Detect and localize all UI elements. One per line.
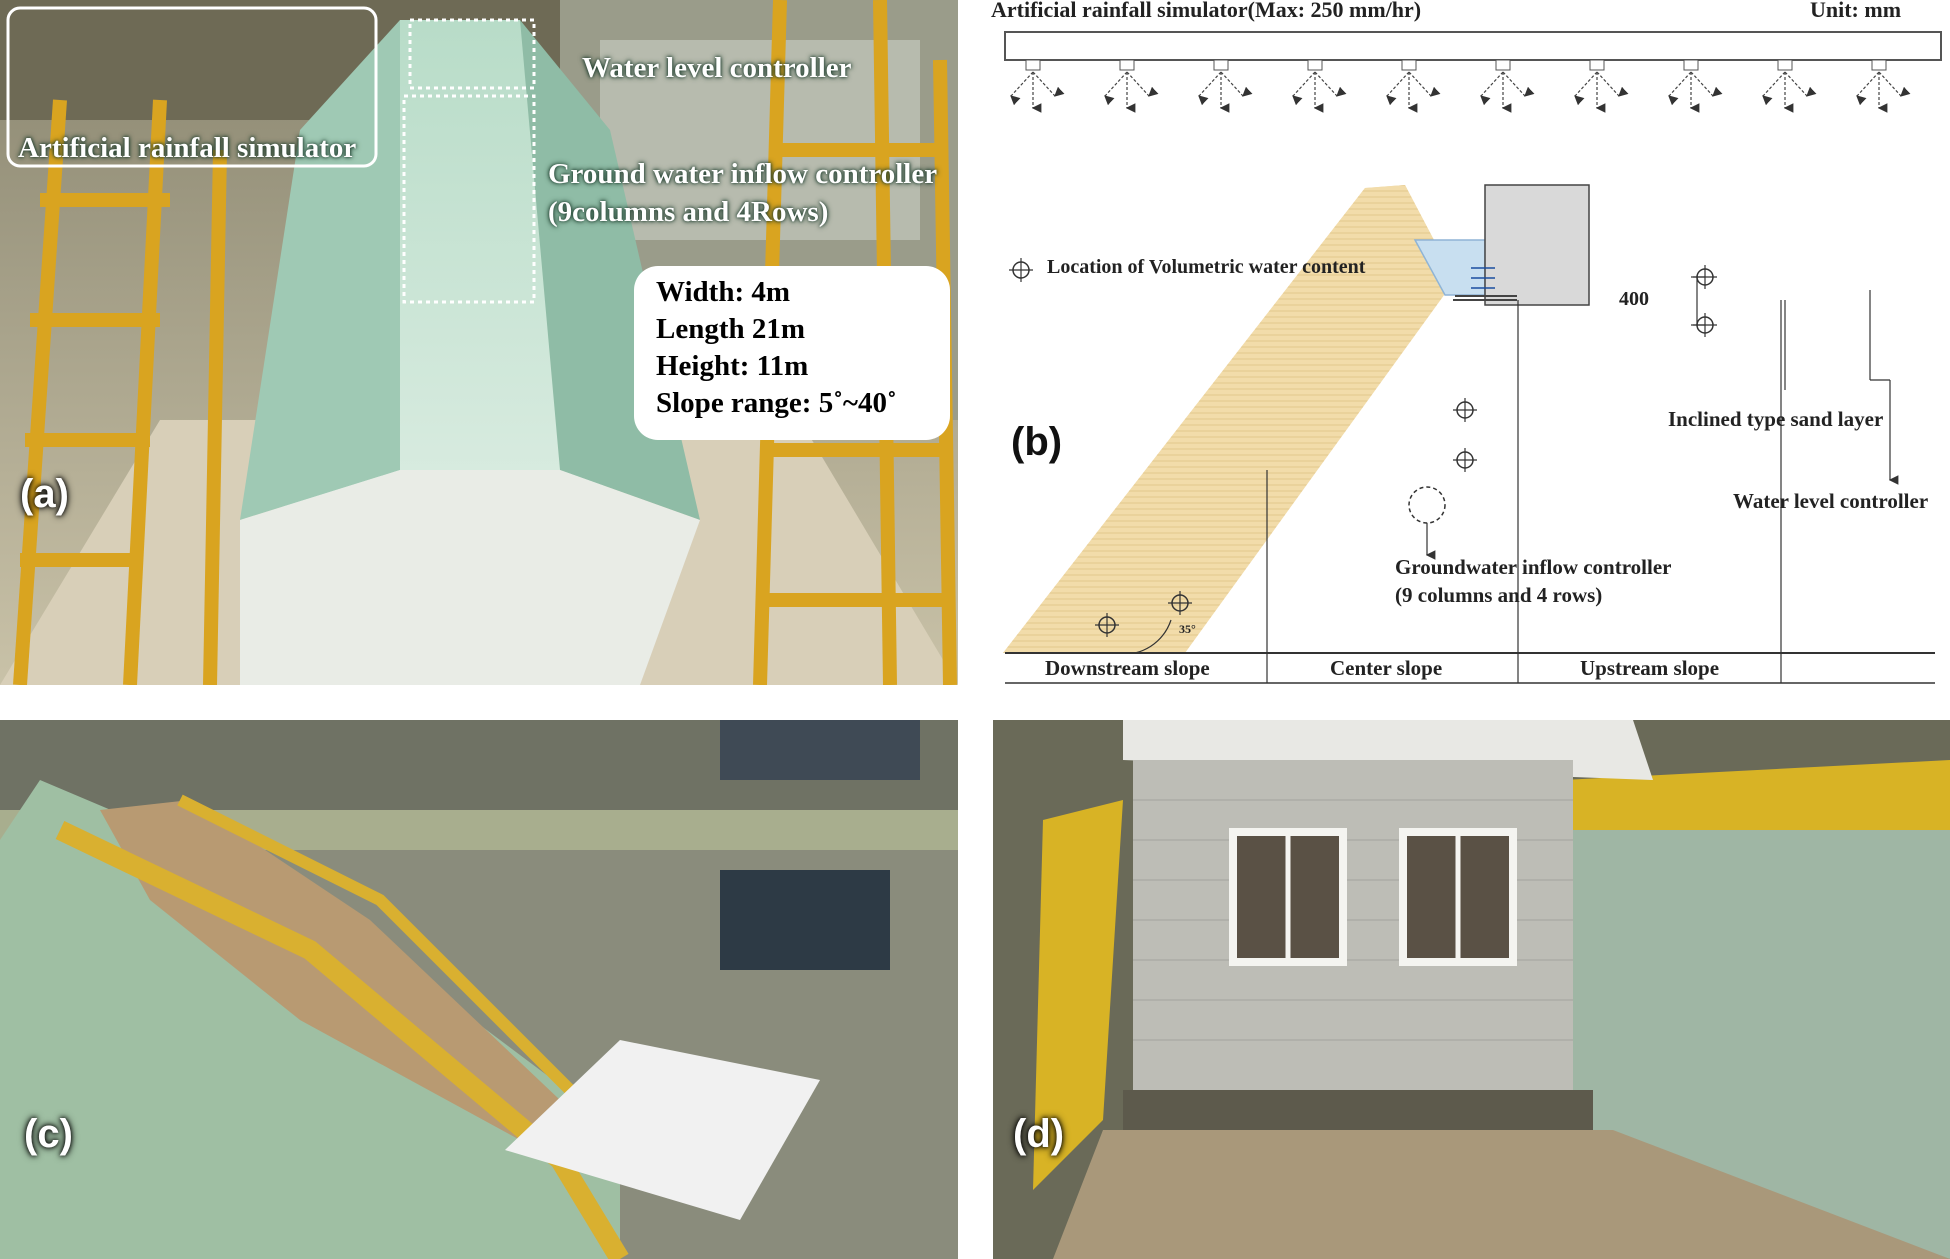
- sensor-marker: [1693, 313, 1717, 337]
- legend-sensor-icon: [1009, 258, 1033, 282]
- sensor-marker: [1095, 613, 1119, 637]
- spec-height: Height: 11m: [656, 350, 809, 382]
- rain-spray-arrow: [1010, 71, 1034, 106]
- rain-nozzle: [1777, 59, 1793, 71]
- rain-spray-arrow: [1762, 71, 1786, 106]
- rain-spray-arrow: [1878, 71, 1911, 97]
- rain-spray-arrow: [1668, 71, 1692, 106]
- rain-spray-arrow: [1032, 71, 1065, 97]
- rain-spray-arrow: [1126, 71, 1159, 97]
- rain-nozzle: [1119, 59, 1135, 71]
- rain-spray-arrow: [1292, 71, 1316, 106]
- section-downstream: Downstream slope: [1045, 656, 1210, 680]
- sensor-marker: [1453, 398, 1477, 422]
- rain-spray-arrow: [1408, 71, 1441, 97]
- panel-a-photo: Artificial rainfall simulator Water leve…: [0, 0, 958, 685]
- panel-a-label: (a): [20, 472, 69, 516]
- panel-c-photo: (c): [0, 720, 958, 1259]
- rain-nozzle: [1401, 59, 1417, 71]
- sensor-marker: [1168, 591, 1192, 615]
- rainfall-simulator-label: Artificial rainfall simulator: [18, 132, 357, 164]
- sensor-marker: [1693, 265, 1717, 289]
- rain-spray-arrow: [1220, 71, 1253, 97]
- water-level-controller-label: Water level controller: [582, 52, 852, 84]
- spec-width: Width: 4m: [656, 276, 791, 308]
- building-model-photo: [993, 720, 1950, 1259]
- panel-c-label: (c): [24, 1112, 73, 1156]
- rain-spray-arrow: [1574, 71, 1598, 106]
- rain-nozzle: [1307, 59, 1323, 71]
- sand-layer-label: Inclined type sand layer: [1668, 407, 1884, 431]
- rain-spray-arrow: [1314, 71, 1347, 97]
- sand-filled-flume-photo: [0, 720, 958, 1259]
- rain-nozzle: [1213, 59, 1229, 71]
- water-level-tank: [1484, 184, 1590, 306]
- rain-spray-arrow: [1502, 71, 1535, 97]
- rain-nozzle: [1871, 59, 1887, 71]
- rain-spray-arrow: [1480, 71, 1504, 106]
- spec-slope: Slope range: 5˚~40˚: [656, 387, 897, 419]
- rain-spray-arrow: [1386, 71, 1410, 106]
- legend-label: Location of Volumetric water content: [1047, 256, 1366, 278]
- rainfall-nozzles: [1010, 59, 1911, 113]
- rain-spray-arrow: [1596, 71, 1629, 97]
- groundwater-inflow-label: Groundwater inflow controller: [1395, 555, 1672, 579]
- rain-nozzle: [1683, 59, 1699, 71]
- unit-label: Unit: mm: [1810, 0, 1902, 22]
- section-upstream: Upstream slope: [1580, 656, 1720, 680]
- groundwater-inflow-sublabel: (9 columns and 4 rows): [1395, 583, 1603, 607]
- spec-length: Length 21m: [656, 313, 806, 345]
- water-level-controller-diagram-label: Water level controller: [1733, 489, 1929, 513]
- rain-nozzle: [1589, 59, 1605, 71]
- panel-b-label: (b): [1011, 420, 1063, 464]
- inflow-controller-sublabel: (9columns and 4Rows): [548, 196, 829, 228]
- inflow-controller-label: Ground water inflow controller: [548, 158, 938, 190]
- flume-spec-box: Width: 4m Length 21m Height: 11m Slope r…: [634, 266, 950, 440]
- rainfall-simulator-bar: [1004, 31, 1942, 61]
- panel-d-label: (d): [1013, 1112, 1065, 1156]
- rain-spray-arrow: [1784, 71, 1817, 97]
- rain-spray-arrow: [1198, 71, 1222, 106]
- rain-spray-arrow: [1690, 71, 1723, 97]
- slope-angle-label: 35°: [1179, 622, 1196, 636]
- rain-spray-arrow: [1856, 71, 1880, 106]
- section-center: Center slope: [1330, 656, 1443, 680]
- rain-nozzle: [1495, 59, 1511, 71]
- sensor-marker: [1453, 448, 1477, 472]
- volumetric-sensors: [1095, 265, 1717, 637]
- panel-d-photo: (d): [993, 720, 1950, 1259]
- dimension-label: 400: [1619, 288, 1649, 310]
- rain-nozzle: [1025, 59, 1041, 71]
- flume-cross-section-diagram: [1003, 31, 1942, 684]
- rain-spray-arrow: [1104, 71, 1128, 106]
- panel-b-diagram: Artificial rainfall simulator(Max: 250 m…: [985, 0, 1950, 690]
- rainfall-simulator-title: Artificial rainfall simulator(Max: 250 m…: [991, 0, 1422, 22]
